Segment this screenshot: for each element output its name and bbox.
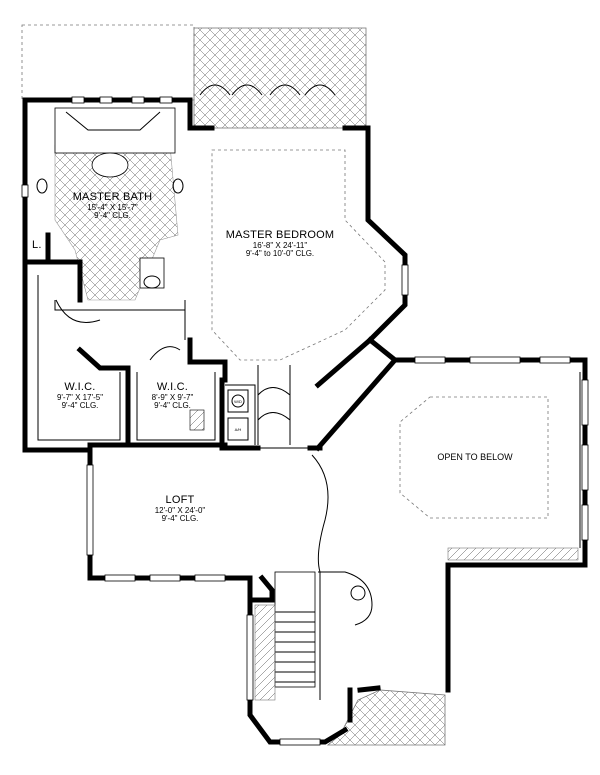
fixture-washer: W/D [234,399,242,404]
top-balcony [21,24,367,129]
stair [274,571,373,700]
lower-terrace [254,547,579,746]
loft-ceiling: 9'-4" CLG. [161,513,199,523]
open-to-below-label: OPEN TO BELOW [420,452,530,462]
linen-name: L. [32,239,42,251]
open-to-below-name: OPEN TO BELOW [437,452,513,462]
master-bath-dims: 15'-4" X 15'-7" [87,202,138,212]
interior-partitions [37,275,581,573]
wic-left-name: W.I.C. [64,381,96,393]
master-bedroom-dims: 16'-8" X 24'-11" [252,240,308,250]
linen-label: L. [32,239,52,252]
master-bedroom-label: MASTER BEDROOM 16'-8" X 24'-11" 9'-4" to… [205,229,355,258]
wic-left-label: W.I.C. 9'-7" X 17'-5" 9'-4" CLG. [45,381,115,410]
wic-right-dims: 8'-9" X 9'-7" [151,392,194,402]
open-to-below-outline [399,396,549,519]
master-bath-floor [36,107,184,301]
wic-right-name: W.I.C. [156,381,189,393]
wic-left-dims: 9'-7" X 17'-5" [56,392,104,402]
master-bath-ceiling: 9'-4" CLG. [94,210,131,220]
master-bedroom-tray [211,149,386,361]
wic-left-ceiling: 9'-4" CLG. [61,400,99,410]
master-bedroom-ceiling: 9'-4" to 10'-0" CLG. [245,248,315,258]
master-bath-label: MASTER BATH 15'-4" X 15'-7" 9'-4" CLG. [55,191,170,220]
loft-name: LOFT [165,494,195,506]
windows [21,96,589,746]
master-bath-name: MASTER BATH [72,191,153,203]
loft-label: LOFT 12'-0" X 24'-0" 9'-4" CLG. [135,494,225,523]
wic-right-ceiling: 9'-4" CLG. [154,400,191,410]
wic-right-label: W.I.C. 8'-9" X 9'-7" 9'-4" CLG. [135,381,210,410]
loft-dims: 12'-0" X 24'-0" [154,505,206,515]
fixture-water-heater: A/H [235,427,242,432]
master-bedroom-name: MASTER BEDROOM [225,229,335,241]
